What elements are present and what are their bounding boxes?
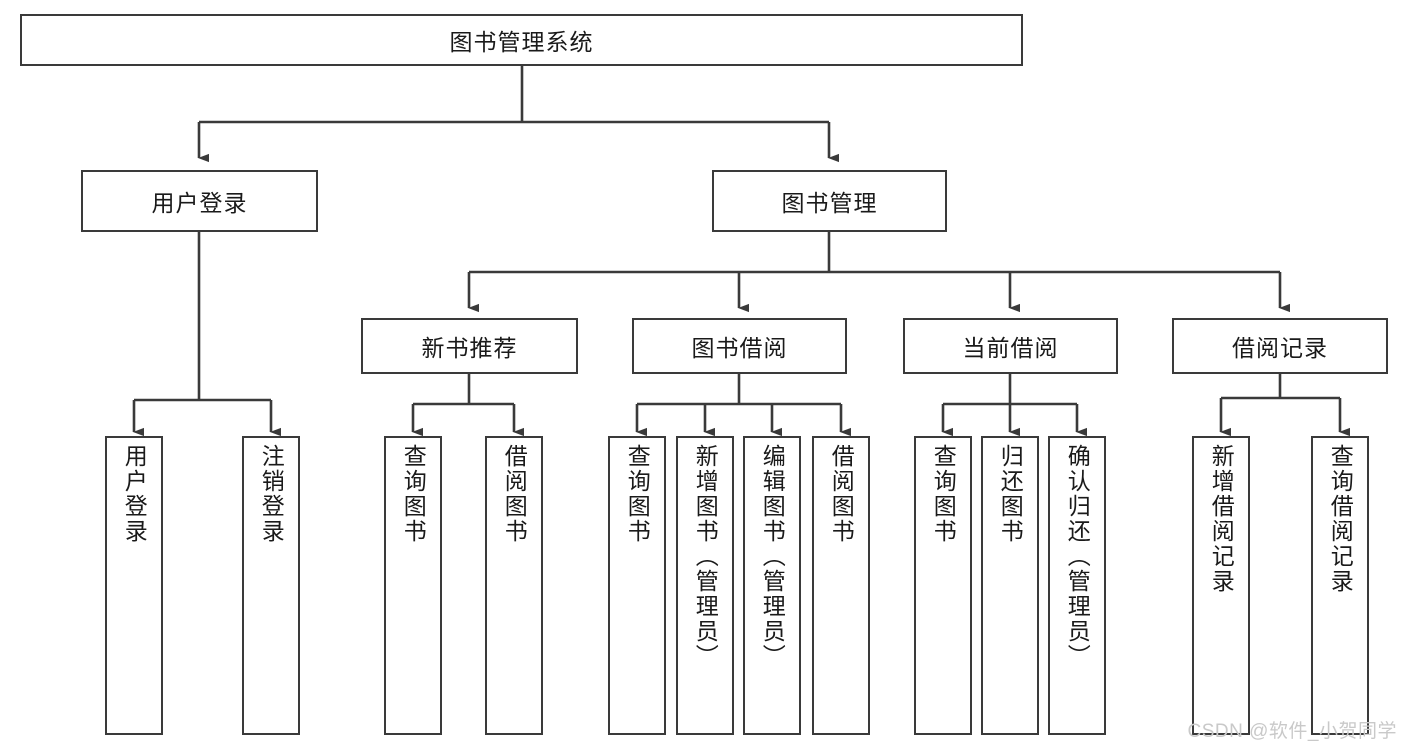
node-label: 图书借阅 xyxy=(691,335,788,361)
node-label: 新增图书（管理员） xyxy=(692,444,719,669)
leaf-new-book-query[interactable]: 查询图书 xyxy=(384,436,442,735)
node-label: 新书推荐 xyxy=(421,335,518,361)
node-borrow-record[interactable]: 借阅记录 xyxy=(1172,318,1388,374)
leaf-new-book-borrow[interactable]: 借阅图书 xyxy=(485,436,543,735)
node-label: 查询借阅记录 xyxy=(1327,444,1354,594)
node-label: 查询图书 xyxy=(624,444,651,544)
node-root-system[interactable]: 图书管理系统 xyxy=(20,14,1023,66)
leaf-borrow-record-query[interactable]: 查询借阅记录 xyxy=(1311,436,1369,735)
leaf-book-borrow-query[interactable]: 查询图书 xyxy=(608,436,666,735)
node-label: 用户登录 xyxy=(121,444,148,544)
node-book-borrow[interactable]: 图书借阅 xyxy=(632,318,847,374)
node-new-book-recommend[interactable]: 新书推荐 xyxy=(361,318,578,374)
leaf-current-borrow-return[interactable]: 归还图书 xyxy=(981,436,1039,735)
leaf-user-login-signout[interactable]: 注销登录 xyxy=(242,436,300,735)
node-label: 借阅图书 xyxy=(501,444,528,544)
leaf-user-login-signin[interactable]: 用户登录 xyxy=(105,436,163,735)
leaf-book-borrow-lend[interactable]: 借阅图书 xyxy=(812,436,870,735)
node-label: 查询图书 xyxy=(930,444,957,544)
node-label: 用户登录 xyxy=(151,190,248,216)
node-book-management[interactable]: 图书管理 xyxy=(712,170,947,232)
watermark-text: CSDN @软件_小贺同学 xyxy=(1187,721,1397,742)
leaf-book-borrow-add[interactable]: 新增图书（管理员） xyxy=(676,436,734,735)
node-current-borrow[interactable]: 当前借阅 xyxy=(903,318,1118,374)
node-user-login[interactable]: 用户登录 xyxy=(81,170,318,232)
node-label: 注销登录 xyxy=(258,444,285,544)
node-label: 归还图书 xyxy=(997,444,1024,544)
node-label: 编辑图书（管理员） xyxy=(759,444,786,669)
node-label: 查询图书 xyxy=(400,444,427,544)
leaf-book-borrow-edit[interactable]: 编辑图书（管理员） xyxy=(743,436,801,735)
leaf-current-borrow-query[interactable]: 查询图书 xyxy=(914,436,972,735)
node-label: 借阅记录 xyxy=(1232,335,1328,361)
node-label: 确认归还（管理员） xyxy=(1064,444,1091,669)
node-label: 新增借阅记录 xyxy=(1208,444,1235,594)
node-label: 图书管理 xyxy=(781,190,878,216)
node-label: 图书管理系统 xyxy=(449,29,594,55)
node-label: 当前借阅 xyxy=(962,335,1059,361)
leaf-current-borrow-confirm[interactable]: 确认归还（管理员） xyxy=(1048,436,1106,735)
node-label: 借阅图书 xyxy=(828,444,855,544)
leaf-borrow-record-add[interactable]: 新增借阅记录 xyxy=(1192,436,1250,735)
